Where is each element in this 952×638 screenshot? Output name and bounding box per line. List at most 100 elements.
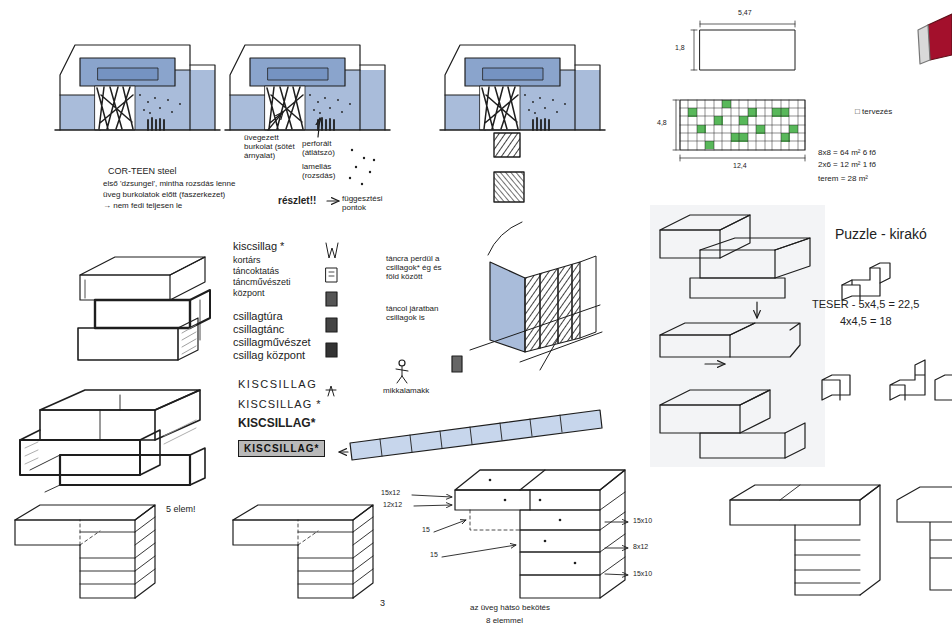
puzzle-pieces: [822, 375, 850, 400]
l-volume-sketch: [730, 485, 880, 500]
fixing-dots: [349, 177, 351, 179]
site-plan: [697, 125, 706, 133]
dancer-figure: [399, 360, 405, 366]
l-volume-sketch: [860, 485, 880, 595]
red-model: [928, 14, 952, 60]
stacked-volume-sketch: [489, 479, 577, 565]
sign-icons: [452, 356, 462, 372]
dimension: 15x10: [633, 517, 652, 525]
sketch-note: 5 elem!: [166, 504, 196, 514]
puzzle-pieces: [842, 268, 880, 300]
model-photo: [650, 205, 825, 467]
site-plan: [789, 125, 798, 133]
puzzle-pieces: [842, 263, 890, 300]
model-photo: [660, 405, 740, 433]
box-stack-sketch: [78, 328, 178, 360]
name-idea: csillagtánc: [233, 323, 284, 336]
stacked-volume-sketch: [504, 499, 507, 502]
sketch-note: 8 elemmel: [486, 616, 523, 625]
stacked-volume-sketch: [414, 505, 452, 506]
stacked-volume-sketch: [470, 510, 520, 530]
sign-icons: [329, 272, 334, 276]
l-volume-sketch: [233, 505, 373, 598]
program-note: 8x8 = 64 m² 6 fő: [818, 148, 876, 157]
figure-note: mikkalamakk: [383, 386, 429, 395]
name-idea: csillagművészet: [233, 336, 311, 349]
slogan-note: táncol járatban csillagok is: [386, 304, 446, 322]
detail-note: függesztési pontok: [342, 194, 386, 212]
box-stack-sketch: [20, 430, 160, 475]
sign-icons: [326, 292, 337, 306]
model-photo: [775, 238, 810, 278]
fixing-dots: [351, 149, 353, 151]
site-plan: [673, 100, 679, 150]
box-stack-sketch: [20, 440, 140, 475]
signage-band: [339, 410, 602, 460]
site-plan: [688, 108, 697, 117]
stacked-volume-sketch: [520, 530, 600, 552]
l-volume-sketch: [15, 505, 373, 598]
site-plan: [673, 21, 805, 161]
model-photo: [650, 205, 825, 467]
fixing-dots: [349, 149, 375, 185]
sign-icons: [326, 243, 338, 258]
l-volume-sketch: [795, 525, 860, 595]
box-stack-sketch: [190, 448, 205, 485]
box-stack-sketch: [155, 390, 200, 440]
perspective-screen: [470, 222, 602, 370]
model-photo: [740, 390, 770, 433]
box-stack-sketch: [182, 325, 196, 354]
site-plan: [781, 133, 790, 142]
signage-band: [350, 410, 602, 460]
l-volume-sketch: [897, 487, 952, 590]
site-plan: [748, 108, 757, 117]
fixing-dots: [373, 159, 375, 161]
facade-elevations: [440, 45, 605, 130]
site-plan: [680, 155, 805, 161]
program-note: 2x6 = 12 m² 1 fő: [818, 160, 876, 169]
stacked-volume-sketch: [520, 575, 600, 598]
sketch-number: 3: [380, 598, 385, 608]
name-idea: központ: [233, 288, 265, 298]
site-plan: [731, 133, 748, 142]
model-photo: [700, 433, 785, 458]
facade-elevations: [225, 45, 390, 130]
area-calc: TESER - 5x4,5 = 22,5: [812, 298, 919, 311]
logo-sketch: KISCSILLAG*: [238, 417, 315, 431]
leader-lines: [318, 118, 320, 137]
area-calc: 4x4,5 = 18: [840, 315, 892, 328]
model-photo: [785, 423, 805, 458]
site-plan: [772, 108, 789, 117]
perspective-screen: [525, 262, 580, 352]
name-idea: csillagtúra: [233, 310, 283, 323]
dancer-figure: [396, 366, 408, 383]
fixing-dots: [361, 183, 363, 185]
box-stack-sketch: [20, 390, 205, 492]
stacked-volume-sketch: [600, 470, 625, 598]
model-photo: [730, 323, 800, 357]
cladding-note: lamellás (rozsdás): [302, 162, 348, 180]
box-stack-sketch: [170, 257, 205, 300]
site-plan: [705, 141, 714, 149]
signage-band: [339, 451, 348, 452]
sign-icons: [326, 343, 337, 357]
stacked-volume-sketch: [605, 522, 628, 523]
box-stack-sketch: [78, 257, 210, 360]
dimension: 12,4: [733, 162, 747, 170]
stacked-volume-sketch: [434, 520, 466, 532]
model-photo: [705, 363, 725, 364]
stacked-volume-sketch: [544, 540, 547, 543]
perspective-screen: [490, 262, 525, 352]
detail-note: részlet!!: [278, 195, 316, 207]
stacked-volume-sketch: [605, 574, 628, 575]
box-stack-sketch: [30, 395, 120, 492]
hatch-samples: [494, 133, 520, 157]
stacked-volume-sketch: [559, 519, 562, 522]
dimension: 15: [430, 551, 438, 559]
site-plan: [691, 30, 697, 70]
program-note: □ tervezés: [855, 107, 892, 116]
program-note: terem = 28 m²: [818, 174, 868, 183]
site-plan: [700, 21, 795, 27]
